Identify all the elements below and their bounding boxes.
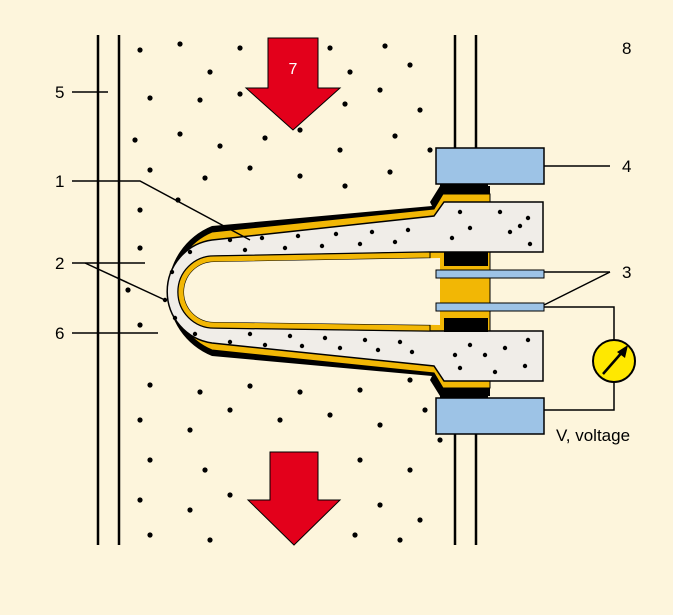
label-1: 1 xyxy=(55,172,64,191)
exhaust-particles xyxy=(125,41,443,543)
voltmeter-icon xyxy=(592,339,636,383)
gaskets xyxy=(444,252,488,332)
label-2: 2 xyxy=(55,254,64,273)
label-8: 8 xyxy=(622,39,631,58)
label-5: 5 xyxy=(55,83,64,102)
electrolyte-dots xyxy=(162,209,533,375)
label-3: 3 xyxy=(622,263,631,282)
sensor-element xyxy=(166,186,544,396)
label-6: 6 xyxy=(55,324,64,343)
voltage-label: V, voltage xyxy=(556,426,630,445)
voltmeter-circuit xyxy=(544,306,615,411)
label-7: 7 xyxy=(289,61,298,78)
flow-arrow-bottom xyxy=(246,451,342,546)
flow-arrow-top xyxy=(244,37,342,131)
label-4: 4 xyxy=(622,157,631,176)
callout-lines xyxy=(72,91,611,334)
